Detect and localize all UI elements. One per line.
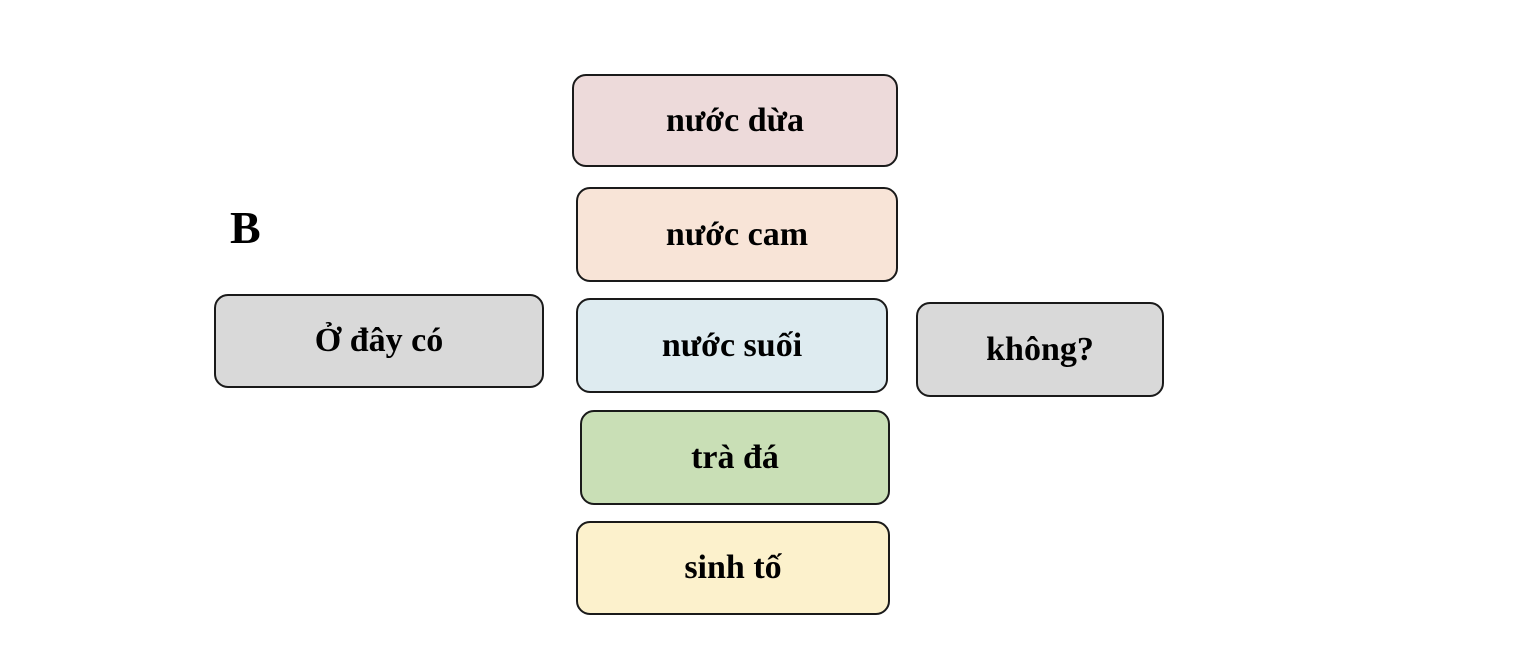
option-box-nuoc-cam: nước cam bbox=[576, 187, 898, 282]
option-box-tra-da: trà đá bbox=[580, 410, 890, 505]
sentence-prefix-text: Ở đây có bbox=[314, 322, 444, 359]
option-text: nước suối bbox=[661, 326, 803, 364]
option-text: nước cam bbox=[665, 215, 809, 253]
option-text: nước dừa bbox=[665, 101, 805, 139]
option-box-nuoc-dua: nước dừa bbox=[572, 74, 898, 167]
option-box-nuoc-suoi: nước suối bbox=[576, 298, 888, 393]
sentence-suffix-box: không? bbox=[916, 302, 1164, 397]
option-text: sinh tố bbox=[684, 549, 782, 586]
sentence-prefix-box: Ở đây có bbox=[214, 294, 544, 388]
option-text: trà đá bbox=[691, 438, 779, 476]
option-box-sinh-to: sinh tố bbox=[576, 521, 890, 615]
section-label: B bbox=[230, 202, 261, 253]
sentence-suffix-text: không? bbox=[986, 330, 1094, 368]
